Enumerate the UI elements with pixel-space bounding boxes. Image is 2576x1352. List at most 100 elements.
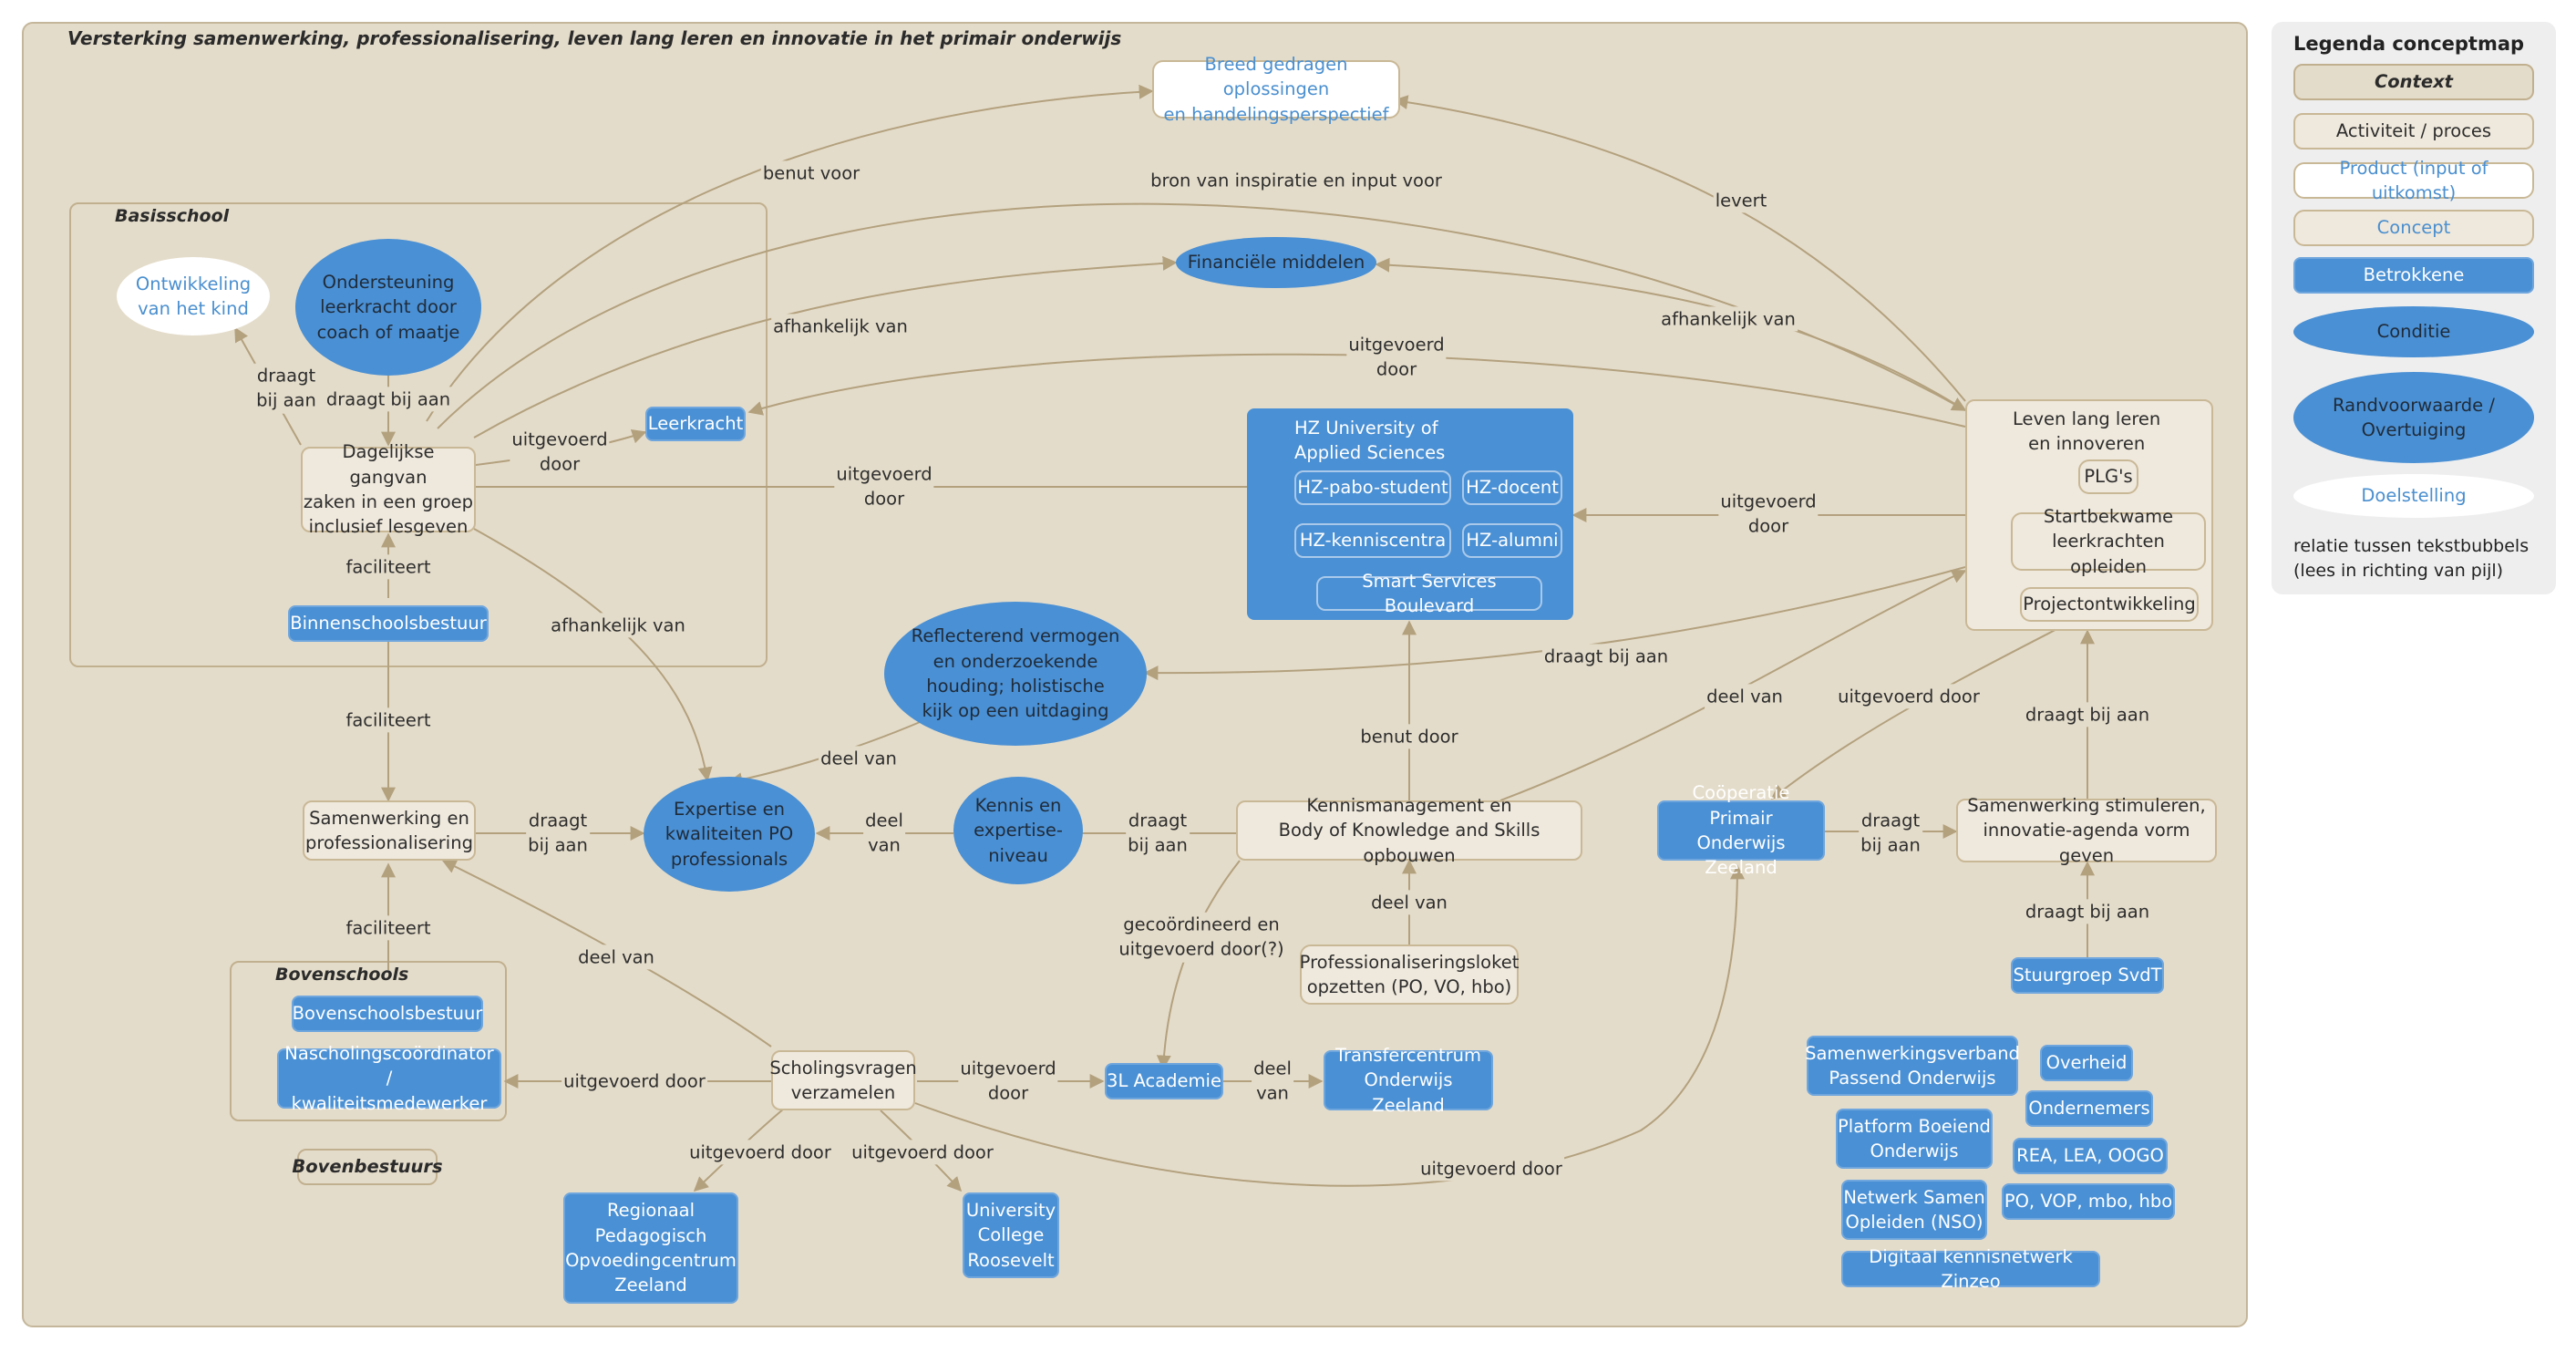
group-basisschool <box>69 202 768 667</box>
node-kennismanagement[interactable]: Kennismanagement en Body of Knowledge an… <box>1236 795 1582 866</box>
legend-randvoorwaarde: Randvoorwaarde / Overtuiging <box>2293 372 2534 463</box>
node-bovenbestuurs[interactable]: Bovenbestuurs <box>292 1149 443 1185</box>
edge-label: levert <box>1713 188 1769 213</box>
edge-label: faciliteert <box>344 554 433 580</box>
edge-label: gecoördineerd en uitgevoerd door(?) <box>1117 912 1286 963</box>
node-projectontwikkeling[interactable]: Projectontwikkeling <box>2020 587 2199 622</box>
node-kennis-expertiseniveau[interactable]: Kennis en expertise- niveau <box>953 777 1083 884</box>
node-platform-boeiend-onderwijs[interactable]: Platform Boeiend Onderwijs <box>1836 1109 1993 1169</box>
node-expertise-kwaliteiten[interactable]: Expertise en kwaliteiten PO professional… <box>644 777 815 892</box>
edge-label: draagt bij aan <box>324 387 453 412</box>
node-hz-alumni[interactable]: HZ-alumni <box>1462 523 1562 558</box>
node-po-vop-mbo-hbo[interactable]: PO, VOP, mbo, hbo <box>2002 1183 2175 1220</box>
edge-label: draagt bij aan <box>2023 899 2152 924</box>
edge-uitgevoerd-coop2 <box>914 864 1745 1187</box>
node-samenwerking-stimuleren[interactable]: Samenwerking stimuleren, innovatie-agend… <box>1956 795 2217 866</box>
node-ondernemers[interactable]: Ondernemers <box>2025 1090 2153 1127</box>
legend-product: Product (input of uitkomst) <box>2293 158 2534 203</box>
node-ondersteuning-leerkracht[interactable]: Ondersteuning leerkracht door coach of m… <box>295 239 481 376</box>
edge-label: deel van <box>576 944 656 970</box>
edge-label: deel van <box>1369 890 1449 915</box>
node-overheid[interactable]: Overheid <box>2040 1045 2133 1081</box>
node-leerkracht[interactable]: Leerkracht <box>645 407 746 441</box>
node-rpcz[interactable]: Regionaal Pedagogisch Opvoedingcentrum Z… <box>563 1192 738 1304</box>
edge-afh-expertise <box>473 528 713 782</box>
edge-label: draagt bij aan <box>1541 644 1671 669</box>
group-bovenschools-label: Bovenschools <box>275 965 409 985</box>
node-samenwerking-professionalisering[interactable]: Samenwerking en professionalisering <box>303 800 476 861</box>
leven-lang-leren-title: Leven lang leren en innoveren <box>2013 408 2161 455</box>
edge-gecoord <box>1156 860 1241 1070</box>
node-hz-pabo-student[interactable]: HZ-pabo-student <box>1294 470 1451 505</box>
edge-afh-fin <box>473 255 1178 439</box>
edge-label: deel van <box>1705 684 1785 709</box>
edge-label: draagt bij aan <box>254 363 318 414</box>
node-reflecterend-vermogen[interactable]: Reflecterend vermogen en onderzoekende h… <box>884 602 1147 746</box>
legend-concept: Concept <box>2293 210 2534 246</box>
node-ontwikkeling-kind[interactable]: Ontwikkeling van het kind <box>117 257 270 335</box>
edge-label: uitgevoerd door <box>687 1140 833 1165</box>
edge-label: draagt bij aan <box>2023 702 2152 728</box>
legend-doelstelling: Doelstelling <box>2293 474 2534 518</box>
legend-activiteit: Activiteit / proces <box>2293 113 2534 150</box>
node-transfercentrum[interactable]: Transfercentrum Onderwijs Zeeland <box>1324 1045 1493 1116</box>
edge-label: uitgevoerd door <box>562 1068 707 1094</box>
node-binnenschoolsbestuur[interactable]: Binnenschoolsbestuur <box>288 605 489 642</box>
node-bovenschoolsbestuur[interactable]: Bovenschoolsbestuur <box>292 996 483 1032</box>
edge-label: uitgevoerd door <box>1346 332 1447 383</box>
edge-label: uitgevoerd door <box>1718 489 1819 540</box>
edge-bron <box>437 202 1967 429</box>
node-financiele-middelen[interactable]: Financiële middelen <box>1176 237 1376 288</box>
node-breed-gedragen-oplossingen[interactable]: Breed gedragen oplossingen en handelings… <box>1152 54 1400 125</box>
legend-context: Context <box>2293 64 2534 100</box>
hz-university-title: HZ University of Applied Sciences <box>1294 418 1446 464</box>
edge-label: draagt bij aan <box>526 808 590 859</box>
edge-label: faciliteert <box>344 915 433 941</box>
edge-label: deel van <box>863 808 905 859</box>
node-plgs[interactable]: PLG's <box>2078 459 2138 494</box>
node-smart-services-boulevard[interactable]: Smart Services Boulevard <box>1316 571 1542 616</box>
edge-label: bron van inspiratie en input voor <box>1149 168 1444 193</box>
node-hz-kenniscentra[interactable]: HZ-kenniscentra <box>1294 523 1451 558</box>
node-stuurgroep-svdt[interactable]: Stuurgroep SvdT <box>2011 957 2164 994</box>
edge-label: afhankelijk van <box>771 314 910 339</box>
node-samenwerkingsverband[interactable]: Samenwerkingsverband Passend Onderwijs <box>1805 1036 2020 1096</box>
legend-title: Legenda conceptmap <box>2293 33 2525 55</box>
edge-label: afhankelijk van <box>549 613 687 638</box>
legend-betrokkene: Betrokkene <box>2293 257 2534 294</box>
edge-label: uitgevoerd door <box>834 461 934 512</box>
edge-label: deel van <box>1252 1056 1293 1107</box>
legend-relation-text: relatie tussen tekstbubbels (lees in ric… <box>2293 536 2530 581</box>
edge-label: faciliteert <box>344 707 433 733</box>
edge-benut-voor <box>426 84 1154 422</box>
edge-uitgevoerd-leerkracht-long <box>747 353 1966 428</box>
node-3l-academie[interactable]: 3L Academie <box>1105 1063 1223 1099</box>
edge-label: uitgevoerd door <box>850 1140 995 1165</box>
node-zinzeo[interactable]: Digitaal kennisnetwerk Zinzeo <box>1841 1246 2100 1292</box>
edge-label: deel van <box>819 746 899 771</box>
edge-label: benut door <box>1358 724 1460 749</box>
map-title: Versterking samenwerking, professionalis… <box>67 27 1122 49</box>
node-nascholingscoordinator[interactable]: Nascholingscoördinator / kwaliteitsmedew… <box>277 1043 501 1114</box>
edge-label: draagt bij aan <box>1859 808 1922 859</box>
node-startbekwame-leerkrachten[interactable]: Startbekwame leerkrachten opleiden <box>2011 506 2206 577</box>
group-bovenschools <box>230 961 507 1121</box>
edge-afh-fin2 <box>1375 257 1966 411</box>
node-university-college-roosevelt[interactable]: University College Roosevelt <box>963 1192 1059 1278</box>
edge-label: afhankelijk van <box>1659 306 1798 332</box>
node-dagelijkse-gang-van-zaken[interactable]: Dagelijkse gangvan zaken in een groep in… <box>301 441 476 537</box>
edge-levert <box>1393 95 1966 402</box>
group-basisschool-label: Basisschool <box>115 206 230 226</box>
edge-draagt-refl <box>1143 566 1966 681</box>
edge-label: benut voor <box>760 160 862 186</box>
node-cooperatie-po-zeeland[interactable]: Coöperatie Primair Onderwijs Zeeland <box>1657 782 1825 878</box>
node-nso[interactable]: Netwerk Samen Opleiden (NSO) <box>1841 1180 1987 1240</box>
node-rea-lea-oogo[interactable]: REA, LEA, OOGO <box>2013 1138 2168 1174</box>
node-hz-docent[interactable]: HZ-docent <box>1462 470 1562 505</box>
legend-panel: Legenda conceptmap Context Activiteit / … <box>2272 22 2556 594</box>
edge-label: draagt bij aan <box>1126 808 1190 859</box>
node-scholingsvragen[interactable]: Scholingsvragen verzamelen <box>769 1050 917 1110</box>
node-professionaliseringsloket[interactable]: Professionaliseringsloket opzetten (PO, … <box>1300 944 1519 1005</box>
legend-conditie: Conditie <box>2293 306 2534 357</box>
